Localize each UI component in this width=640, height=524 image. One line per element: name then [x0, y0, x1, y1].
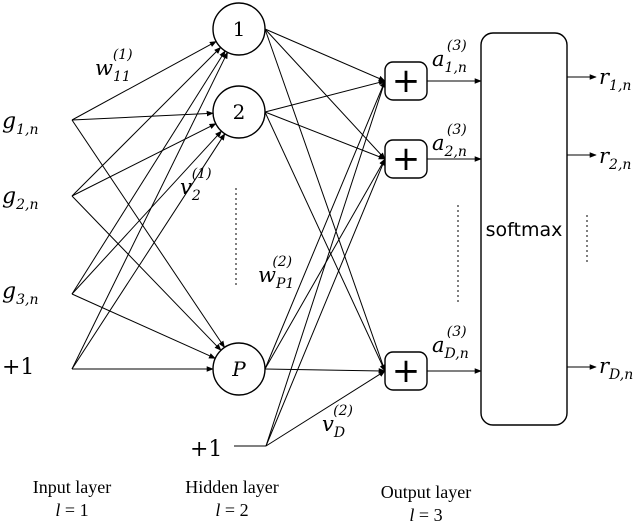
- sum-node-2-symbol: +: [392, 139, 421, 179]
- weight-w11-label: w11(1): [95, 47, 133, 85]
- weight-vd-label: vD(2): [322, 403, 353, 441]
- edge-g2-to-h1: [71, 46, 222, 197]
- input-g2-label: g2,n: [2, 184, 38, 213]
- edge-hp-to-sd: [264, 368, 386, 374]
- hidden-node-p-label: P: [231, 357, 246, 381]
- sum-node-d-symbol: +: [392, 351, 421, 391]
- edge-g1-to-h2: [71, 110, 214, 121]
- activation-ad-label: aD,n(3): [432, 324, 469, 362]
- edge-hp-to-s1: [264, 80, 386, 370]
- hidden-bias-label: +1: [190, 437, 222, 462]
- sum-node-1-symbol: +: [392, 61, 421, 101]
- edge-g1-to-h1: [71, 41, 217, 121]
- edge-hhbias-to-sd: [265, 370, 386, 447]
- input-layer-index: l = 1: [55, 500, 88, 520]
- input-g1-label: g1,n: [2, 109, 38, 138]
- edge-bias-to-h2: [71, 133, 226, 370]
- edge-h2-to-sd: [264, 111, 386, 372]
- input-g3-label: g3,n: [2, 279, 38, 308]
- softmax-block: softmax: [480, 32, 568, 426]
- connections: [71, 28, 597, 447]
- edge-g2-to-h2: [71, 123, 217, 197]
- sum-node-d: +: [384, 351, 428, 391]
- sum-node-1: +: [384, 61, 428, 101]
- weight-wp1-label: wP1(2): [258, 254, 294, 292]
- edge-g3-to-h1: [71, 50, 226, 295]
- hidden-node-p: P: [212, 342, 266, 396]
- edge-h2-to-s1: [264, 79, 386, 113]
- hidden-node-2-label: 2: [233, 100, 246, 124]
- edge-g3-to-h2: [71, 130, 222, 295]
- edge-g2-to-hp: [71, 195, 222, 351]
- sum-node-2: +: [384, 139, 428, 179]
- activation-a1-label: a1,n(3): [432, 38, 467, 76]
- activation-a2-label: a2,n(3): [432, 122, 467, 160]
- weight-v2-label: v2(1): [180, 166, 212, 204]
- edge-g3-to-hp: [71, 293, 216, 359]
- hidden-node-2: 2: [212, 85, 266, 139]
- edge-g1-to-hp: [71, 119, 225, 348]
- edge-h1-to-sd: [264, 28, 386, 372]
- hidden-layer-index: l = 2: [215, 500, 248, 520]
- input-layer-caption: Input layer: [33, 477, 111, 497]
- edge-h1-to-s1: [264, 28, 386, 82]
- softmax-label: softmax: [486, 219, 563, 241]
- edge-h2-to-s2: [264, 111, 386, 160]
- output-rd-label: rD,n: [599, 354, 633, 383]
- output-layer-caption: Output layer: [381, 482, 471, 502]
- hidden-node-1-label: 1: [233, 17, 246, 41]
- output-r1-label: r1,n: [599, 65, 631, 94]
- edge-hhbias-to-s1: [265, 80, 386, 447]
- edge-h1-to-s2: [264, 28, 386, 160]
- edge-bias-to-h1: [71, 51, 228, 370]
- hidden-node-1: 1: [212, 2, 266, 56]
- input-bias-label: +1: [2, 355, 34, 380]
- edge-hhbias-to-s2: [265, 158, 386, 447]
- output-r2-label: r2,n: [599, 144, 631, 173]
- output-layer-index: l = 3: [409, 505, 442, 524]
- hidden-layer-caption: Hidden layer: [185, 477, 278, 497]
